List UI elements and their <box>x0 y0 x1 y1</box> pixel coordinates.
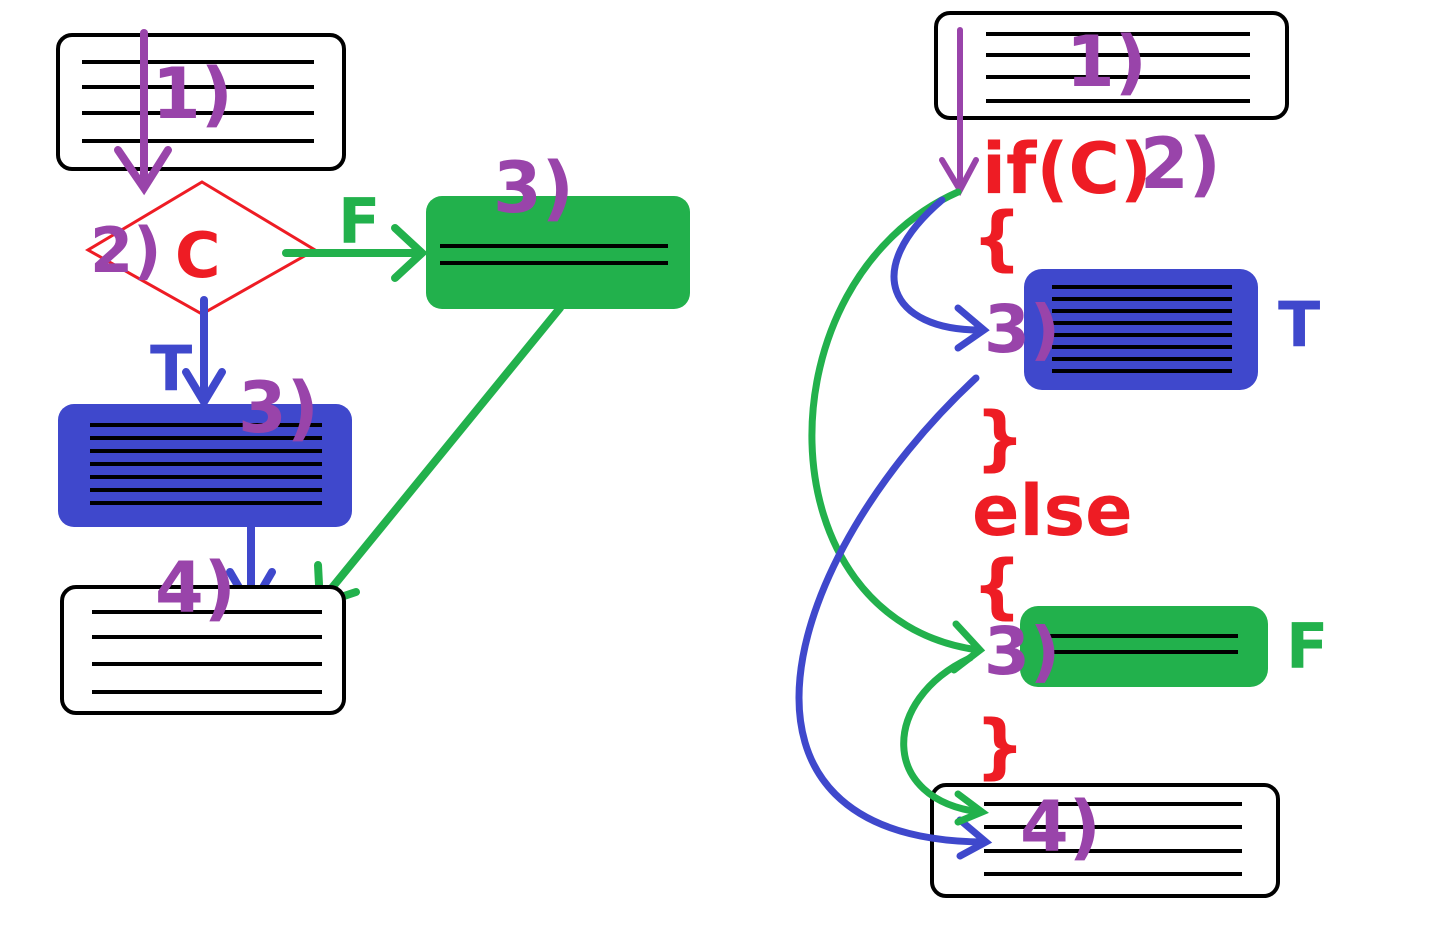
right-false-step3-label: 3) <box>984 613 1060 690</box>
right-open-brace-1: { <box>972 197 1022 279</box>
left-blue-block <box>58 404 352 527</box>
right-true-step3-label: 3) <box>984 291 1060 368</box>
right-step2-label: 2) <box>1140 123 1221 205</box>
left-true-arrow <box>182 296 226 410</box>
right-box-4 <box>930 783 1280 898</box>
right-true-block <box>1024 269 1258 390</box>
left-step4-label: 4) <box>155 547 236 629</box>
right-false-block <box>1020 606 1268 687</box>
right-step1-label: 1) <box>1066 21 1147 103</box>
right-blue-true-to-box4-arrow <box>795 374 993 860</box>
right-close-brace-1: } <box>975 397 1025 479</box>
right-else-keyword: else <box>972 470 1133 552</box>
left-step2-label: 2) <box>90 214 161 287</box>
right-blue-if-to-true-arrow <box>890 196 990 352</box>
left-box-4 <box>60 585 346 715</box>
right-true-label: T <box>1278 288 1320 361</box>
right-false-label: F <box>1286 610 1328 683</box>
left-false-arrow <box>282 224 428 282</box>
right-step4-label: 4) <box>1020 786 1101 868</box>
left-green-block <box>426 196 690 309</box>
left-condition-label: C <box>175 219 221 292</box>
right-close-brace-2: } <box>975 705 1025 787</box>
left-true-label: T <box>150 332 192 405</box>
left-green-step3-label: 3) <box>493 147 574 229</box>
left-green-to-box4-arrow <box>314 304 564 610</box>
left-false-label: F <box>338 185 380 258</box>
left-arrow-1-to-2 <box>114 29 172 196</box>
left-blue-step3-label: 3) <box>238 367 319 449</box>
right-box-1 <box>934 11 1289 120</box>
right-open-brace-2: { <box>972 545 1022 627</box>
right-if-statement: if(C) <box>982 128 1152 210</box>
left-step1-label: 1) <box>152 53 233 135</box>
right-green-false-to-box4-arrow <box>900 654 989 826</box>
left-box-1 <box>56 33 346 171</box>
